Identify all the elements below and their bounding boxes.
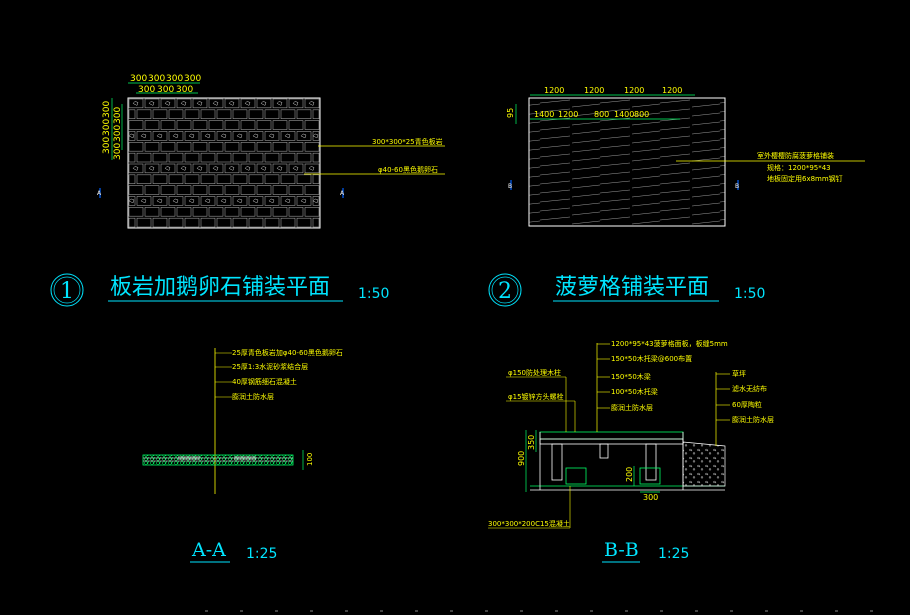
section-b-mid-3: 150*50木梁: [611, 372, 651, 381]
section-b-left-1: φ150防处理木柱: [508, 368, 561, 377]
section-mark-b-left: B: [508, 183, 512, 190]
section-a-layer-4: 膨润土防水层: [232, 392, 274, 401]
dim-top-outer-3: 300: [166, 74, 183, 84]
plan-1-scale: 1:50: [358, 286, 389, 302]
section-a-title: A-A: [191, 539, 226, 561]
plan-1-top-dimensions: 300 300 300 300 300 300 300: [128, 74, 201, 95]
dim-left-3: 300: [102, 137, 112, 154]
plan-2-dim-top-2: 1200: [584, 86, 604, 95]
section-b-dim-300: 300: [643, 493, 658, 502]
plan-2-dim-left: 95: [506, 108, 515, 118]
section-b-mid-5: 膨润土防水层: [611, 403, 653, 412]
section-b-right-4: 膨润土防水层: [732, 415, 774, 424]
plan-2-callouts: 室外樱樱防腐菠萝格铺装 规格：1200*95*43 地板固定用6x8mm钢钉: [676, 151, 865, 183]
dim-top-inner-3: 300: [176, 85, 193, 95]
plan-2-dim-top-4: 1200: [662, 86, 682, 95]
plan-2-top-dimensions: 1200 1200 1200 1200 1400 1200 800 1400 8…: [506, 86, 695, 124]
section-b-b: 1200*95*43菠萝格面板，板缝5mm 150*50木托梁@600布置 15…: [488, 339, 774, 563]
plan-1-callout-slate: 300*300*25青色板岩: [372, 137, 443, 146]
plan-2-dim-top-3: 1200: [624, 86, 644, 95]
section-mark-a-left: A: [97, 190, 102, 197]
section-a-layer-1: 25厚青色板岩加φ40-60黑色鹅卵石: [232, 348, 343, 357]
plan-2-dim-bottom-2: 1200: [558, 110, 578, 119]
section-a-a: 25厚青色板岩加φ40-60黑色鹅卵石 25厚1:3水泥砂浆结合层 40厚钢筋细…: [142, 348, 343, 563]
plan-1-stone-grid: [128, 98, 320, 228]
plan-2-callout-material: 室外樱樱防腐菠萝格铺装: [757, 151, 834, 160]
plan-1-section-marks: A A: [97, 188, 345, 198]
plan-2-number-circle: [488, 273, 522, 307]
dim-top-outer-2: 300: [148, 74, 165, 84]
plan-1-title-block: 1 板岩加鹅卵石铺装平面 1:50: [50, 273, 389, 307]
dim-left-4: 300: [113, 107, 123, 124]
dim-left-5: 300: [113, 125, 123, 142]
dim-top-outer-4: 300: [184, 74, 201, 84]
plan-2-title-block: 2 菠萝格铺装平面 1:50: [488, 273, 765, 307]
section-b-bottom-callout: 300*300*200C15混凝土: [488, 519, 570, 528]
plan-2-dim-bottom-4: 1400: [614, 110, 634, 119]
plan-1-callouts: 300*300*25青色板岩 φ40-60黑色鹅卵石: [304, 137, 445, 175]
section-a-layer-2: 25厚1:3水泥砂浆结合层: [232, 362, 308, 371]
plan-1-title: 板岩加鹅卵石铺装平面: [110, 275, 330, 300]
section-b-mid-4: 100*50木托梁: [611, 387, 658, 396]
section-b-right-callouts: 草坪 滤水无纺布 60厚陶粒 膨润土防水层: [716, 369, 774, 424]
plan-2-callout-fixing: 地板固定用6x8mm钢钉: [767, 174, 843, 183]
plan-2-dim-bottom-5: 800: [634, 110, 649, 119]
plan-2-scale: 1:50: [734, 286, 765, 302]
plan-1-slate-pebble: 300 300 300 300 300 300 300 300 300 300 …: [50, 74, 445, 307]
dim-top-inner-1: 300: [138, 85, 155, 95]
plan-1-outline: [127, 97, 321, 229]
plan-2-number: 2: [498, 279, 512, 304]
dim-top-outer-1: 300: [130, 74, 147, 84]
plan-2-wood-decking: 1200 1200 1200 1200 1400 1200 800 1400 8…: [488, 86, 865, 307]
section-b-dimensions: 350 900 200 300: [517, 430, 660, 502]
plan-2-section-marks: B B: [508, 180, 739, 190]
dim-left-6: 300: [113, 143, 123, 160]
plan-1-number-circle: [50, 273, 84, 307]
section-a-dim: 100: [306, 453, 314, 466]
plan-2-dim-bottom-3: 800: [594, 110, 609, 119]
section-a-layer-labels: 25厚青色板岩加φ40-60黑色鹅卵石 25厚1:3水泥砂浆结合层 40厚钢筋细…: [215, 348, 343, 401]
section-b-title: B-B: [604, 539, 639, 561]
plan-1-callout-pebble: φ40-60黑色鹅卵石: [378, 165, 438, 174]
section-b-right-2: 滤水无纺布: [732, 384, 767, 393]
section-b-dim-350: 350: [527, 435, 536, 450]
section-mark-a-right: A: [340, 190, 345, 197]
section-b-left-2: φ15镀锌方头螺栓: [508, 392, 564, 401]
section-b-mid-2: 150*50木托梁@600布置: [611, 354, 692, 363]
section-mark-b-right: B: [735, 183, 739, 190]
plan-1-number: 1: [60, 279, 74, 304]
section-b-gravel-fill: [682, 441, 726, 487]
section-b-dim-900: 900: [517, 451, 526, 466]
section-b-dim-200: 200: [625, 467, 634, 482]
dim-left-1: 300: [102, 101, 112, 118]
section-a-layer-3: 40厚钢筋细石混凝土: [232, 377, 297, 386]
section-a-slab: [142, 454, 294, 466]
section-b-mid-1: 1200*95*43菠萝格面板，板缝5mm: [611, 339, 728, 348]
plan-1-left-dimensions: 300 300 300 300 300 300: [102, 98, 123, 160]
plan-2-dim-bottom-1: 1400: [534, 110, 554, 119]
section-b-right-1: 草坪: [732, 369, 746, 378]
section-b-left-callouts: φ150防处理木柱 φ15镀锌方头螺栓: [506, 368, 576, 432]
plan-2-callout-spec: 规格：1200*95*43: [767, 163, 831, 172]
section-b-right-3: 60厚陶粒: [732, 400, 762, 409]
dim-top-inner-2: 300: [157, 85, 174, 95]
plan-2-dim-top-1: 1200: [544, 86, 564, 95]
section-b-mid-callouts: 1200*95*43菠萝格面板，板缝5mm 150*50木托梁@600布置 15…: [597, 339, 728, 412]
section-b-scale: 1:25: [658, 546, 689, 562]
section-a-scale: 1:25: [246, 546, 277, 562]
dim-left-2: 300: [102, 119, 112, 136]
plan-2-title: 菠萝格铺装平面: [555, 275, 709, 300]
